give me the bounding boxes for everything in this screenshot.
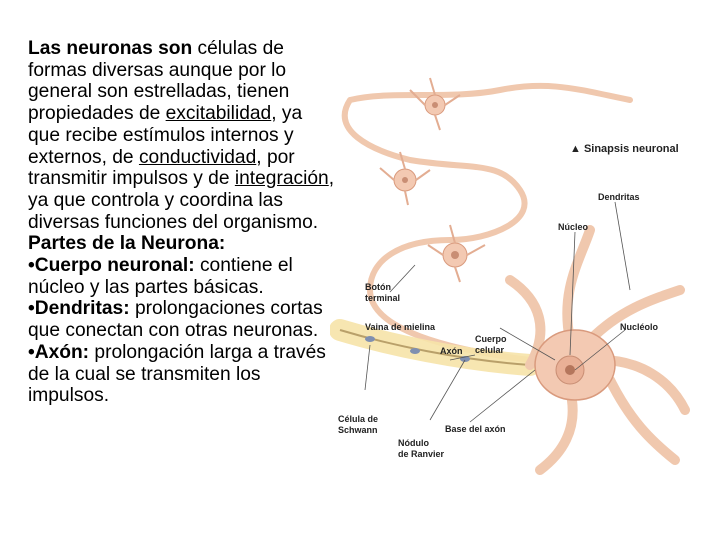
- label-boton-terminal-2: terminal: [365, 293, 400, 303]
- intro-text-3: , por transmitir impulsos y de: [28, 146, 295, 190]
- bullet-axon: •Axón: prolongación larga a través de la…: [28, 342, 338, 407]
- bullet-dendritas: •Dendritas: prolongaciones cortas que co…: [28, 298, 338, 341]
- label-nodulo-ranvier-1: Nódulo: [398, 438, 429, 448]
- label-celula-schwann-1: Célula de: [338, 414, 378, 424]
- label-dendritas: Dendritas: [598, 192, 640, 202]
- label-nucleo: Núcleo: [558, 222, 589, 232]
- label-nucleolo: Nucléolo: [620, 322, 659, 332]
- term-excitabilidad: excitabilidad: [165, 103, 272, 125]
- intro-paragraph: Las neuronas son células de formas diver…: [28, 38, 338, 233]
- small-neuron: [379, 151, 431, 206]
- label-boton-terminal-1: Botón: [365, 282, 391, 292]
- label-celula-schwann-2: Schwann: [338, 425, 378, 435]
- bullet-term: •Axón:: [28, 341, 90, 363]
- neuron-illustration: ▲ Sinapsis neuronal Dendritas Núcleo Bot…: [330, 77, 690, 475]
- intro-text-4: , ya que controla y coordina las diversa…: [28, 168, 335, 233]
- label-base-del-axon: Base del axón: [445, 424, 506, 434]
- bullet-desc: prolongación larga a través de la cual s…: [28, 341, 326, 407]
- intro-text-1: células de formas diversas aunque por lo…: [28, 38, 290, 125]
- bullet-desc: contiene el núcleo y las partes básicas.: [28, 255, 293, 298]
- main-neuron: [505, 225, 690, 475]
- label-cuerpo-celular-2: celular: [475, 345, 505, 355]
- axon-path: [341, 82, 633, 363]
- small-neuron: [427, 224, 486, 283]
- small-neuron: [409, 77, 461, 131]
- myelin-sheath: [330, 319, 541, 376]
- bullet-desc: prolongaciones cortas que conectan con o…: [28, 298, 323, 342]
- label-sinapsis-neuronal: ▲ Sinapsis neuronal: [570, 143, 679, 155]
- bullet-term: •Cuerpo neuronal:: [28, 255, 195, 277]
- intro-text-2: , ya que recibe estímulos internos y ext…: [28, 103, 303, 168]
- bullet-term: •Dendritas:: [28, 298, 130, 320]
- bullet-cuerpo: •Cuerpo neuronal: contiene el núcleo y l…: [28, 255, 338, 298]
- parts-heading: Partes de la Neurona:: [28, 233, 226, 255]
- label-cuerpo-celular-1: Cuerpo: [475, 334, 507, 344]
- label-nodulo-ranvier-2: de Ranvier: [398, 449, 445, 459]
- label-axon: Axón: [440, 346, 463, 356]
- term-conductividad: conductividad: [138, 146, 257, 168]
- intro-bold-lead: Las neuronas son: [28, 38, 193, 59]
- label-vaina-de-mielina: Vaina de mielina: [365, 322, 436, 332]
- label-leaders: [364, 201, 631, 423]
- term-integracion: integración: [234, 168, 329, 190]
- text-column: Las neuronas son células de formas diver…: [28, 38, 338, 407]
